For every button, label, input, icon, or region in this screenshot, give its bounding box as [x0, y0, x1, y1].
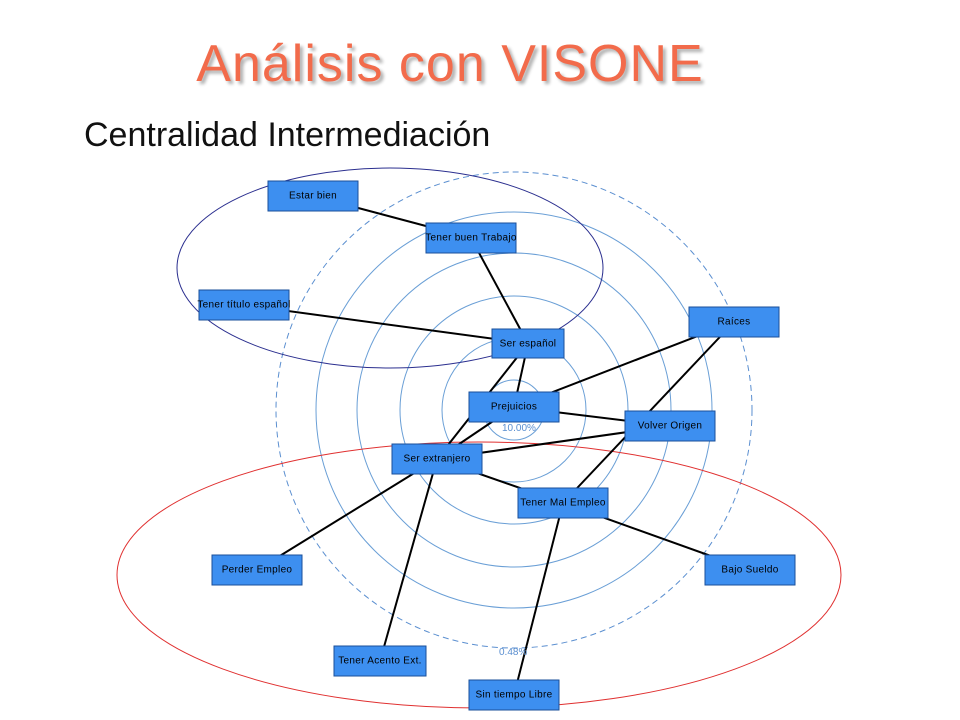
- edge-tener_buen_trabajo-ser_espanol: [470, 237, 529, 344]
- node-raices[interactable]: Raíces: [688, 306, 780, 338]
- node-label: Estar bien: [289, 191, 337, 202]
- node-tener-mal-empleo[interactable]: Tener Mal Empleo: [517, 487, 609, 519]
- slide-title: Análisis con VISONE: [196, 35, 704, 93]
- node-label: Bajo Sueldo: [721, 565, 778, 576]
- node-label: Tener Acento Ext.: [338, 656, 421, 667]
- ring-outer-dashed: [275, 171, 753, 649]
- node-volver-origen[interactable]: Volver Origen: [624, 410, 716, 442]
- group-ellipse-top: [176, 167, 604, 369]
- edges: [243, 195, 751, 696]
- node-label: Perder Empleo: [222, 565, 293, 576]
- node-prejuicios[interactable]: Prejuicios: [468, 391, 560, 423]
- ring-3: [399, 295, 629, 525]
- node-label: Sin tiempo Libre: [475, 690, 552, 701]
- node-perder-empleo[interactable]: Perder Empleo: [211, 554, 303, 586]
- node-tener-buen-trabajo[interactable]: Tener buen Trabajo: [425, 222, 517, 254]
- node-label: Ser español: [500, 339, 557, 350]
- node-bajo-sueldo[interactable]: Bajo Sueldo: [704, 554, 796, 586]
- node-label: Tener Mal Empleo: [520, 498, 606, 509]
- node-label: Tener título español: [197, 300, 290, 311]
- node-tener-acento-ext[interactable]: Tener Acento Ext.: [333, 645, 427, 677]
- node-tener-titulo-espanol[interactable]: Tener título español: [197, 289, 290, 321]
- node-sin-tiempo-libre[interactable]: Sin tiempo Libre: [468, 679, 560, 711]
- edge-tener_mal_empleo-sin_tiempo_libre: [513, 502, 564, 696]
- ring-5: [315, 211, 713, 609]
- node-label: Volver Origen: [638, 421, 703, 432]
- node-ser-espanol[interactable]: Ser español: [491, 328, 565, 359]
- node-label: Tener buen Trabajo: [425, 233, 517, 244]
- edge-ser_extranjero-tener_acento_ext: [379, 458, 438, 662]
- node-label: Raíces: [718, 317, 751, 328]
- node-label: Prejuicios: [491, 402, 537, 413]
- scale-label-outer: 0.48%: [499, 647, 527, 658]
- node-label: Ser extranjero: [403, 454, 470, 465]
- node-ser-extranjero[interactable]: Ser extranjero: [391, 443, 483, 475]
- scale-label-inner: 10.00%: [502, 423, 536, 434]
- edge-tener_titulo_espanol-ser_espanol: [243, 304, 529, 345]
- edge-ser_extranjero-perder_empleo: [256, 458, 438, 571]
- node-estar-bien[interactable]: Estar bien: [267, 180, 359, 212]
- slide-subtitle: Centralidad Intermediación: [84, 116, 491, 154]
